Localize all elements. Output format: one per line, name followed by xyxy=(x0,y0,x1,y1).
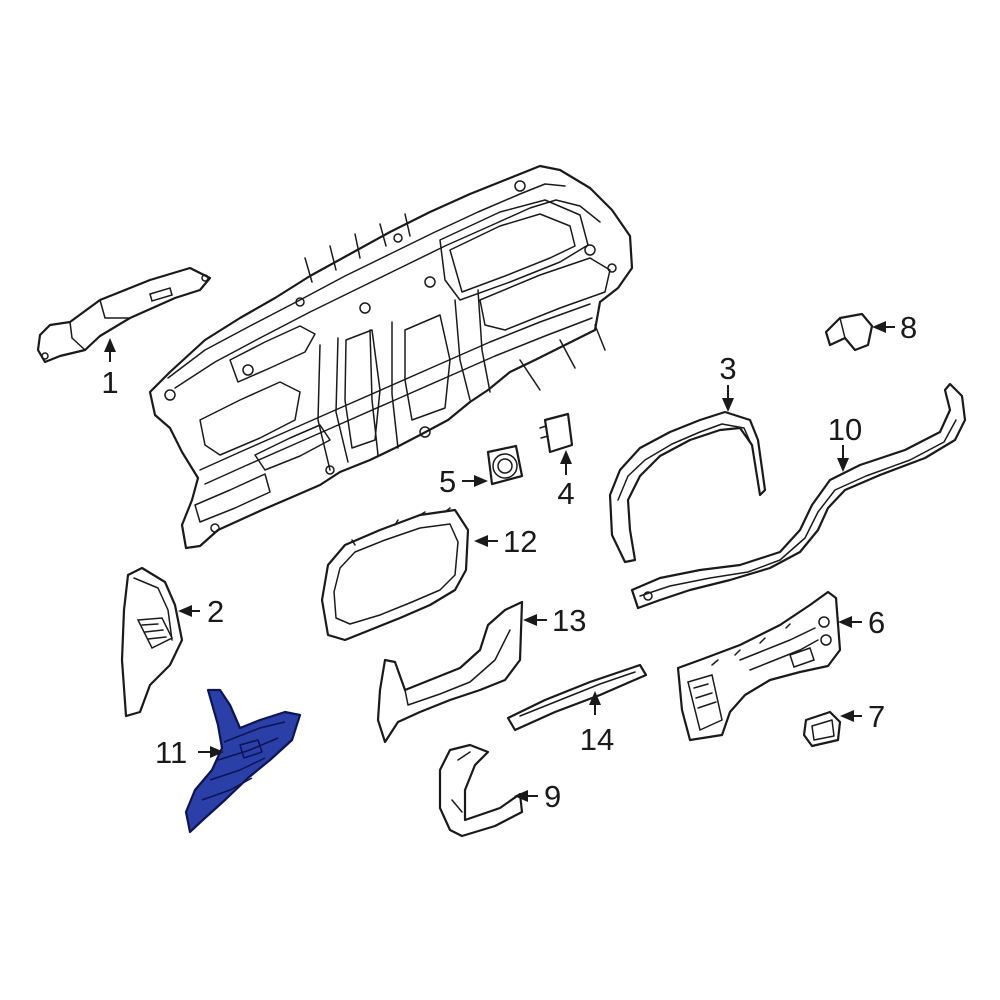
instrument-panel-frame xyxy=(148,164,634,550)
svg-text:1: 1 xyxy=(101,365,118,400)
svg-text:5: 5 xyxy=(439,464,456,499)
svg-text:13: 13 xyxy=(552,603,586,638)
callout-13: 13 xyxy=(523,603,586,638)
part-4-cover xyxy=(539,412,574,454)
callout-4: 4 xyxy=(557,450,575,511)
svg-text:11: 11 xyxy=(155,735,187,770)
callout-7: 7 xyxy=(840,699,885,734)
callout-3: 3 xyxy=(719,351,737,412)
part-11-glovebox xyxy=(184,688,302,834)
svg-text:7: 7 xyxy=(868,699,885,734)
svg-text:10: 10 xyxy=(828,412,862,447)
part-5-ring-bezel xyxy=(486,444,524,486)
part-3-bezel-frame xyxy=(608,410,767,564)
callout-5: 5 xyxy=(439,464,488,499)
callout-10: 10 xyxy=(828,412,862,472)
part-9-handle-trim xyxy=(438,743,524,838)
svg-text:3: 3 xyxy=(719,351,736,386)
svg-text:4: 4 xyxy=(557,476,574,511)
callout-9: 9 xyxy=(514,779,561,814)
svg-text:8: 8 xyxy=(900,310,917,345)
part-8-cap xyxy=(824,312,874,352)
svg-text:9: 9 xyxy=(544,779,561,814)
part-2-vent-panel xyxy=(120,566,184,718)
callout-6: 6 xyxy=(838,605,885,640)
callout-8: 8 xyxy=(872,310,917,345)
part-14-strip xyxy=(506,663,648,732)
part-12-cluster-bezel xyxy=(320,507,470,642)
callout-1: 1 xyxy=(101,338,119,400)
callout-2: 2 xyxy=(178,594,224,629)
part-7-small-trim xyxy=(802,710,842,748)
part-13-lower-trim xyxy=(376,600,524,744)
callout-11: 11 xyxy=(155,735,224,770)
part-10-trim-strip xyxy=(630,382,967,610)
callout-14: 14 xyxy=(580,691,614,757)
svg-text:14: 14 xyxy=(580,722,614,757)
svg-text:6: 6 xyxy=(868,605,885,640)
svg-text:12: 12 xyxy=(503,524,537,559)
callout-12: 12 xyxy=(474,524,537,559)
part-6-center-trim xyxy=(676,590,842,742)
svg-text:2: 2 xyxy=(207,594,224,629)
part-1-bracket xyxy=(36,266,212,364)
